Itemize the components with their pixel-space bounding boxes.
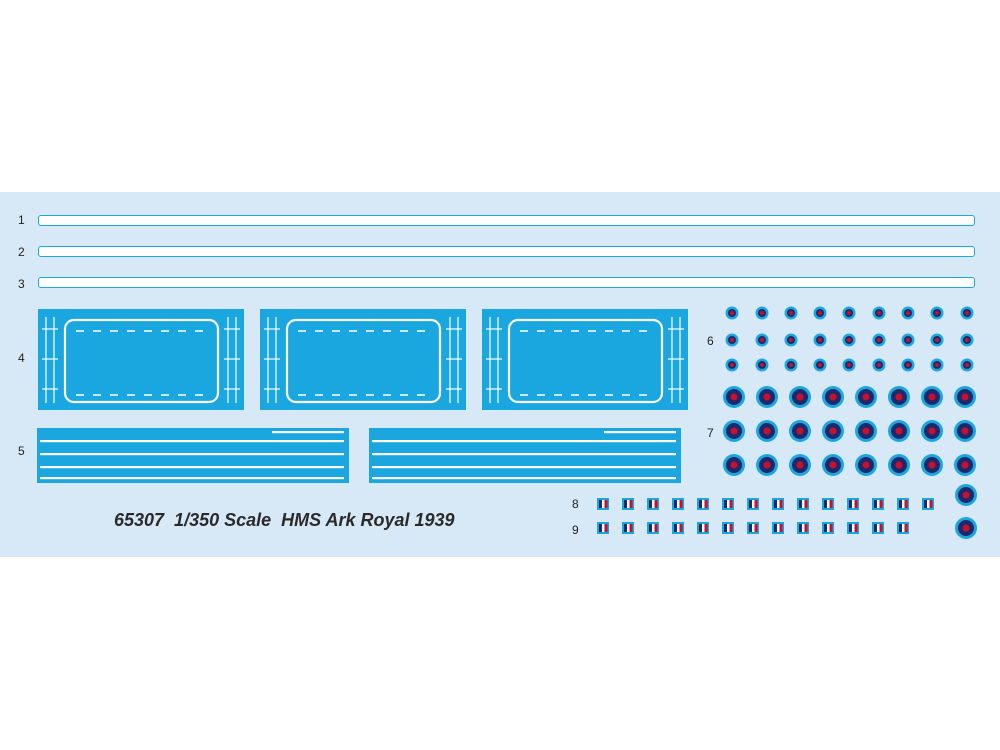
fin-flash [872, 522, 884, 534]
label-9: 9 [572, 523, 579, 537]
small-roundels-6 [725, 306, 974, 372]
label-6: 6 [707, 334, 714, 348]
fin-flashes [597, 498, 934, 534]
fin-flash [847, 522, 859, 534]
large-roundels-7 [723, 386, 977, 539]
fin-flash [597, 498, 609, 510]
fin-flash [772, 522, 784, 534]
label-5: 5 [18, 444, 25, 458]
fin-flash [797, 498, 809, 510]
fin-flash [922, 498, 934, 510]
label-7: 7 [707, 426, 714, 440]
line-strip-1 [37, 428, 349, 483]
fin-flash [622, 498, 634, 510]
fin-flash [747, 498, 759, 510]
fin-flash [872, 498, 884, 510]
fin-flash [747, 522, 759, 534]
label-8: 8 [572, 497, 579, 511]
fin-flash [647, 522, 659, 534]
fin-flash [697, 522, 709, 534]
label-3: 3 [18, 277, 25, 291]
fin-flash [772, 498, 784, 510]
label-1: 1 [18, 213, 25, 227]
line-strip-2 [369, 428, 681, 483]
decal-stripe-2 [38, 246, 975, 257]
fin-flash [647, 498, 659, 510]
decal-stripe-3 [38, 277, 975, 288]
fin-flash [597, 522, 609, 534]
label-4: 4 [18, 351, 25, 365]
sheet-caption: 65307 1/350 Scale HMS Ark Royal 1939 [114, 510, 455, 530]
fin-flash [897, 522, 909, 534]
fin-flash [622, 522, 634, 534]
fin-flash [697, 498, 709, 510]
fin-flash [847, 498, 859, 510]
fin-flash [797, 522, 809, 534]
fin-flash [897, 498, 909, 510]
fin-flash [822, 522, 834, 534]
decal-stripe-1 [38, 215, 975, 226]
fin-flash [822, 498, 834, 510]
fin-flash [722, 498, 734, 510]
fin-flash [672, 498, 684, 510]
fin-flash [672, 522, 684, 534]
fin-flash [722, 522, 734, 534]
label-2: 2 [18, 245, 25, 259]
